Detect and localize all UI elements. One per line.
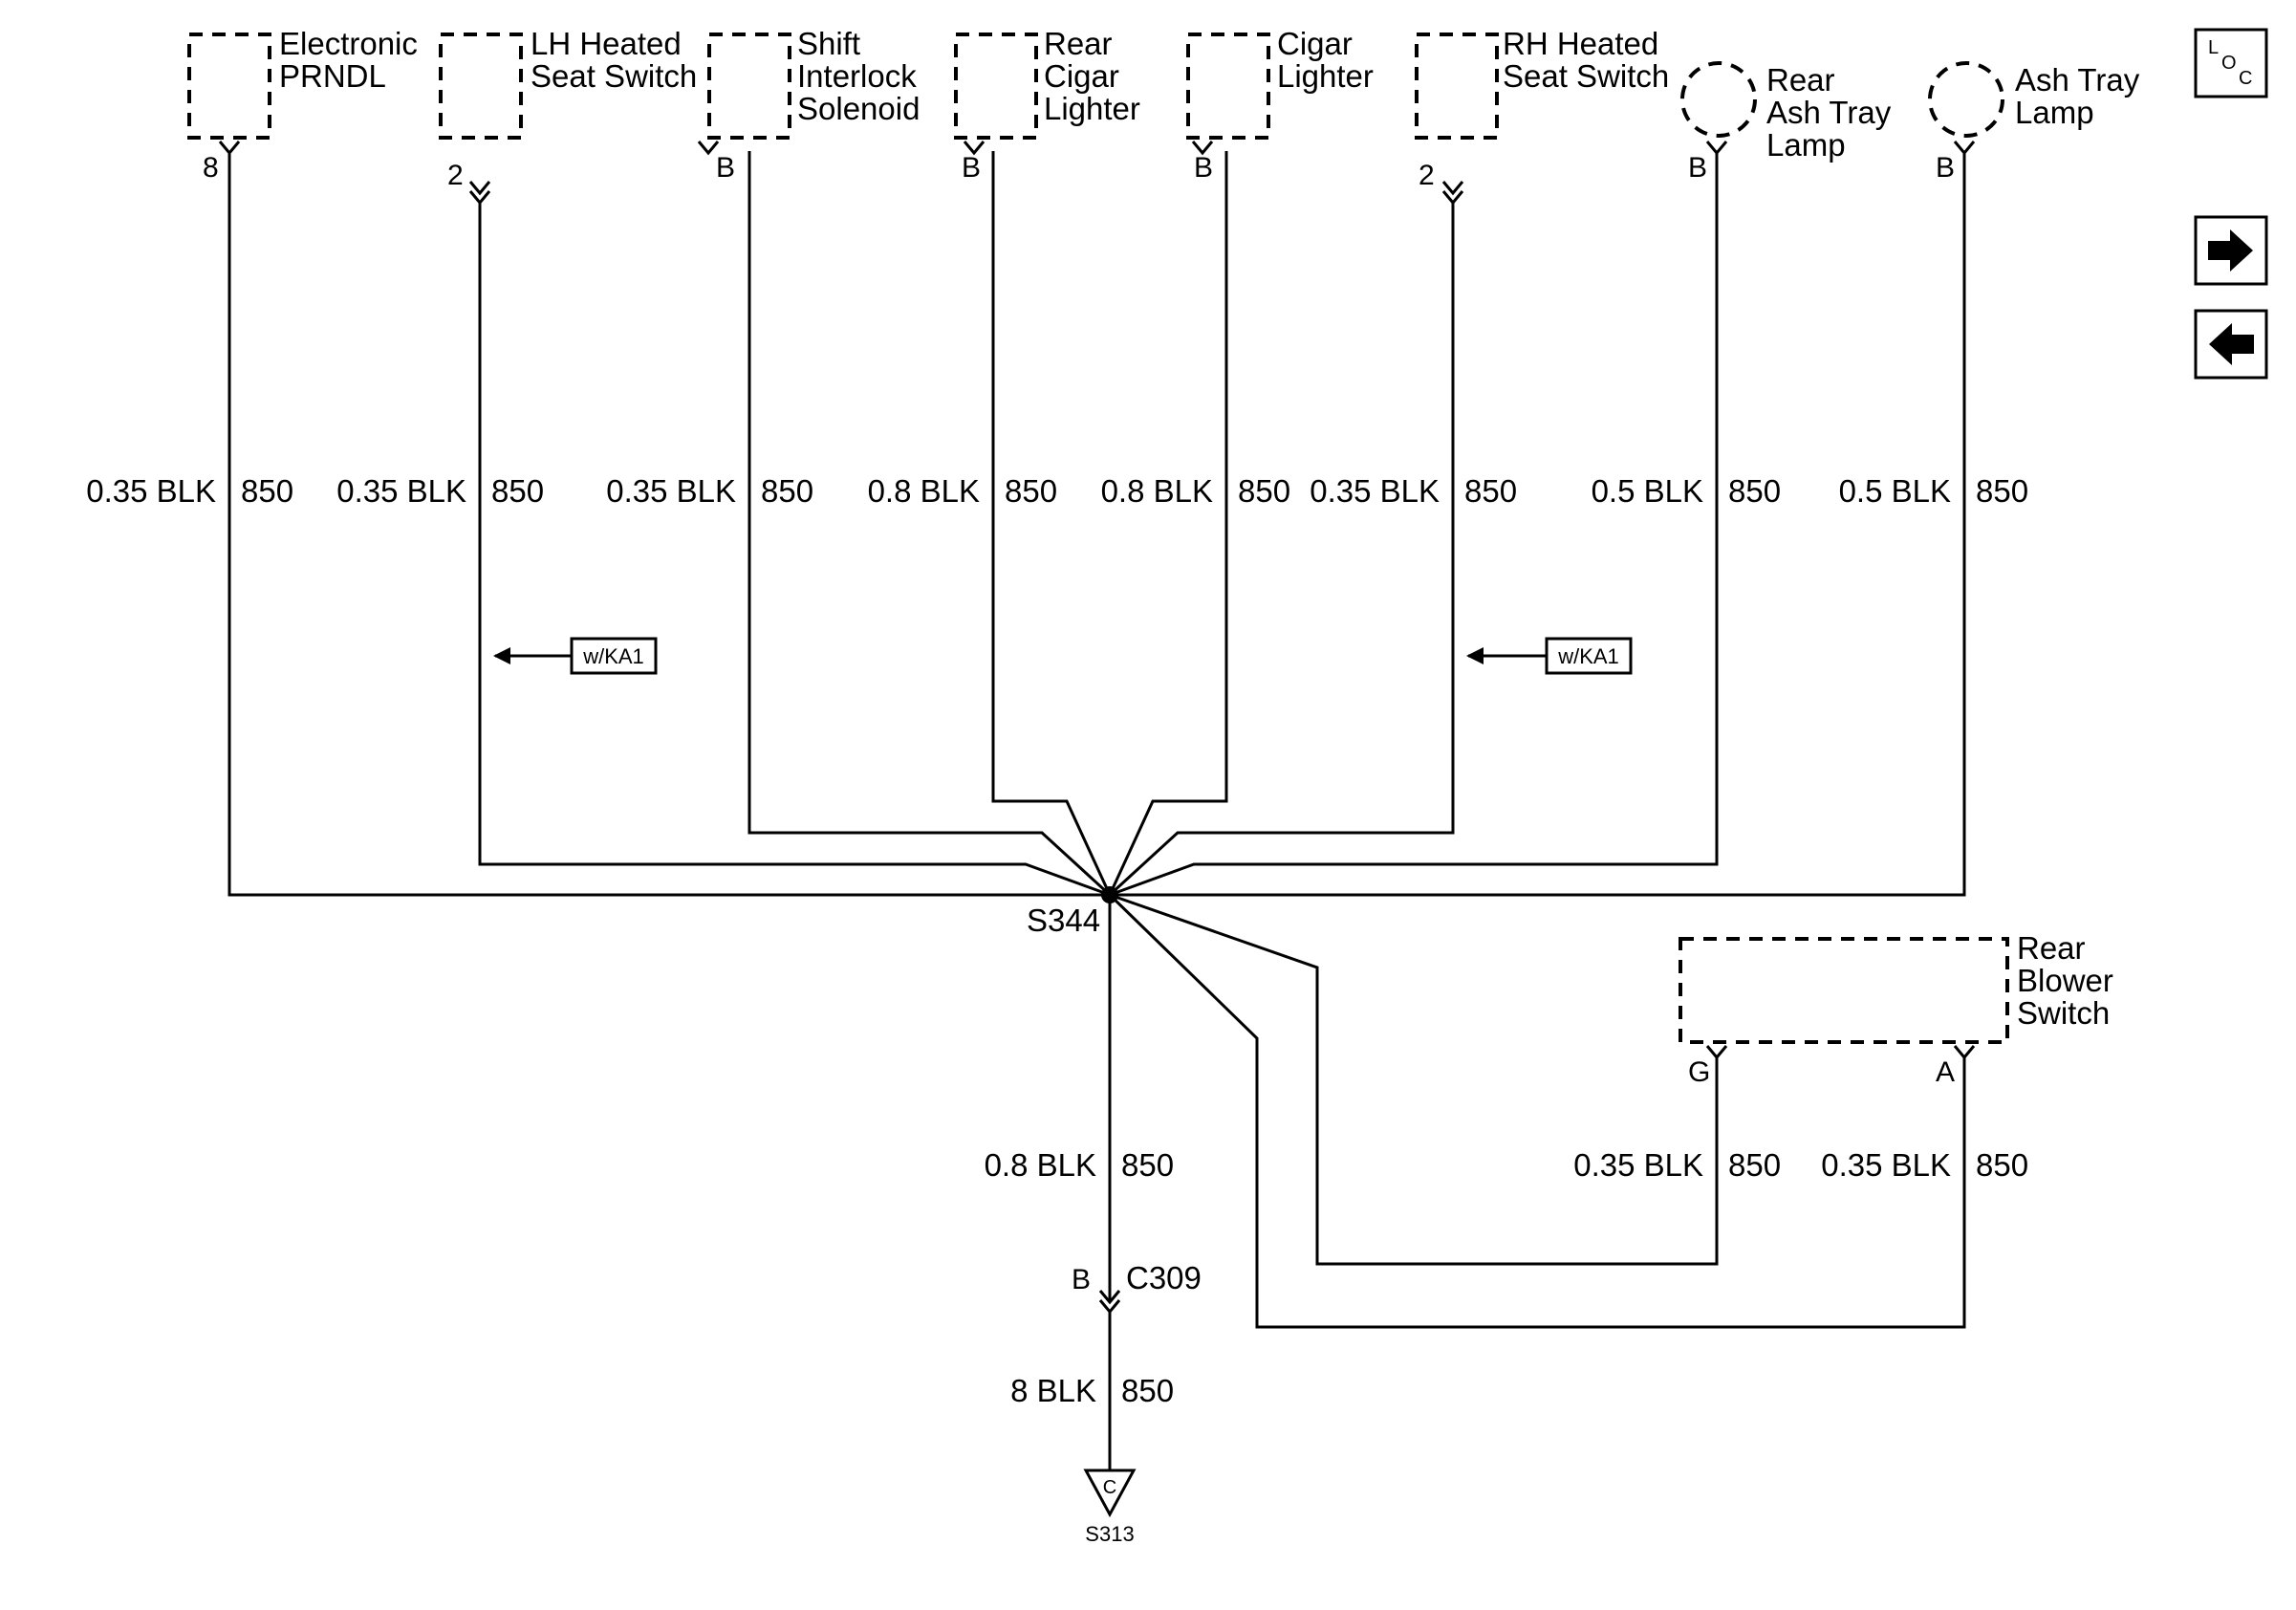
wire-label-shift-gauge: 0.35 BLK: [606, 473, 736, 509]
wire-label-rear-ash-gauge: 0.5 BLK: [1592, 473, 1703, 509]
wire-shift-interlock: [747, 151, 1112, 897]
wire-label-blower-g-gauge: 0.35 BLK: [1573, 1147, 1703, 1183]
c309-label: C309: [1126, 1260, 1202, 1295]
wire-label-rear-ash-circuit: 850: [1728, 473, 1781, 509]
pin-terminals: [218, 141, 1976, 1315]
prev-page-button[interactable]: [2194, 309, 2268, 380]
option-tag-lh[interactable]: w/KA1: [493, 637, 658, 675]
wire-label-rear-cigar-gauge: 0.8 BLK: [868, 473, 980, 509]
rear-blower-pin-a: A: [1936, 1056, 1955, 1088]
wire-label-blower-g-circuit: 850: [1728, 1147, 1781, 1183]
wire-paths: [227, 151, 1966, 1470]
wire-blower-g: [1109, 893, 1719, 1266]
wire-label-rear-cigar-circuit: 850: [1005, 473, 1057, 509]
wire-label-prndl-gauge: 0.35 BLK: [86, 473, 216, 509]
arrow-left-icon: [2209, 323, 2254, 365]
wire-label-blower-a-gauge: 0.35 BLK: [1821, 1147, 1951, 1183]
option-tag-rh-text: w/KA1: [1557, 644, 1619, 668]
wire-label-cigar-circuit: 850: [1238, 473, 1290, 509]
wire-label-lh-gauge: 0.35 BLK: [336, 473, 466, 509]
splice-s344-label: S344: [1027, 903, 1100, 938]
option-tag-lh-text: w/KA1: [582, 644, 644, 668]
electronic-prndl-box: [187, 33, 271, 140]
wire-label-splice-gauge: 0.8 BLK: [985, 1147, 1096, 1183]
lh-heated-seat-box: [439, 33, 523, 140]
wire-label-ground-gauge: 8 BLK: [1010, 1373, 1096, 1408]
ash-tray-lamp-symbol: [1928, 61, 2004, 138]
ash-tray-lamp-pin: B: [1936, 152, 1955, 184]
rear-blower-pin-g: G: [1688, 1056, 1710, 1088]
option-tag-rh[interactable]: w/KA1: [1466, 637, 1633, 675]
rear-ash-tray-pin: B: [1688, 152, 1707, 184]
loc-button[interactable]: L O C: [2194, 28, 2268, 98]
wire-electronic-prndl: [227, 151, 1110, 897]
wire-label-shift-circuit: 850: [761, 473, 813, 509]
rear-ash-tray-lamp-symbol: [1680, 61, 1757, 138]
wire-cigar-lighter: [1108, 151, 1228, 896]
wire-label-splice-circuit: 850: [1121, 1147, 1174, 1183]
wire-label-ash-circuit: 850: [1976, 473, 2028, 509]
arrow-right-icon: [2208, 229, 2253, 272]
wire-lh-heated-seat: [478, 203, 1111, 897]
wire-label-rh-circuit: 850: [1464, 473, 1517, 509]
shift-interlock-box: [707, 33, 791, 140]
ground-letter: C: [1103, 1477, 1116, 1498]
splice-s344-dot: [1101, 886, 1118, 903]
loc-letter-c: C: [2239, 68, 2252, 89]
wire-label-prndl-circuit: 850: [241, 473, 293, 509]
wire-ash-tray-lamp: [1110, 151, 1966, 897]
loc-letter-l: L: [2208, 37, 2219, 58]
wire-label-rh-gauge: 0.35 BLK: [1310, 473, 1440, 509]
rear-blower-switch-box: [1679, 937, 2009, 1044]
cigar-lighter-box: [1186, 33, 1270, 140]
wire-label-lh-circuit: 850: [491, 473, 544, 509]
c309-pin: B: [1072, 1264, 1091, 1295]
cigar-lighter-pin: B: [1194, 152, 1213, 184]
wire-label-blower-a-circuit: 850: [1976, 1147, 2028, 1183]
shift-interlock-pin: B: [716, 152, 735, 184]
ground-symbol: [1083, 1469, 1137, 1518]
rh-heated-seat-pin: 2: [1419, 160, 1435, 191]
rear-cigar-pin: B: [962, 152, 981, 184]
ground-label: S313: [1085, 1522, 1134, 1546]
wire-rear-ash-tray: [1109, 151, 1719, 897]
wire-rh-heated-seat: [1108, 203, 1455, 897]
electronic-prndl-pin: 8: [203, 152, 219, 184]
next-page-button[interactable]: [2194, 215, 2268, 286]
rear-cigar-box: [954, 33, 1038, 140]
loc-letter-o: O: [2221, 53, 2237, 74]
rh-heated-seat-box: [1415, 33, 1499, 140]
wire-labels: 0.35 BLK 850 0.35 BLK 850 0.35 BLK 850 0…: [86, 473, 2028, 1408]
wire-label-cigar-gauge: 0.8 BLK: [1101, 473, 1213, 509]
wire-rear-cigar: [991, 151, 1112, 896]
wire-blower-a: [1108, 893, 1966, 1329]
wire-label-ground-circuit: 850: [1121, 1373, 1174, 1408]
lh-heated-seat-pin: 2: [447, 160, 464, 191]
wire-label-ash-gauge: 0.5 BLK: [1839, 473, 1951, 509]
